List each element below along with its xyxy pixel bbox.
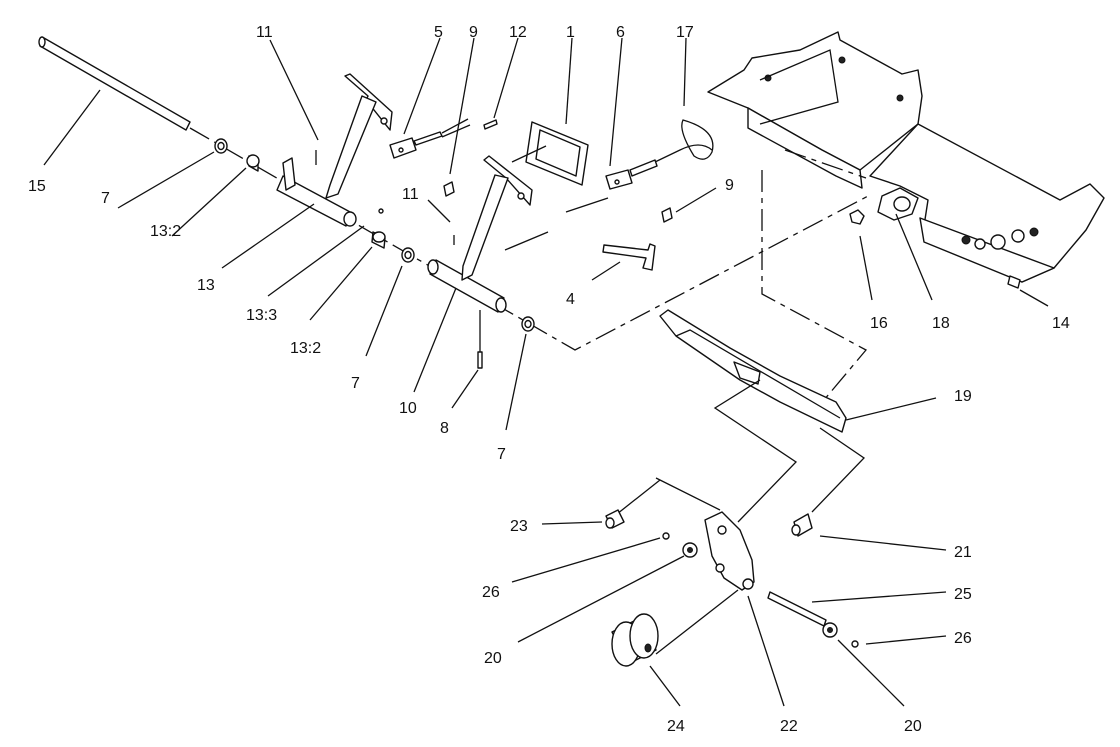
frame-guide-b <box>784 149 867 179</box>
bushing-13-2-lower <box>371 231 386 249</box>
clevis-5 <box>389 118 471 159</box>
callout-22: 22 <box>780 718 798 735</box>
guide-line-c <box>504 231 549 251</box>
callout-26-b: 26 <box>954 630 972 647</box>
screw-12 <box>483 119 498 130</box>
washer-20-left <box>682 542 698 558</box>
bracket-guide-e <box>655 589 739 655</box>
callout-25: 25 <box>954 586 972 603</box>
callout-18: 18 <box>932 315 950 332</box>
callout-11-b: 11 <box>402 186 419 203</box>
callout-24: 24 <box>667 718 685 735</box>
callout-15: 15 <box>28 178 46 195</box>
pin-25 <box>767 591 827 627</box>
washer-7-upper <box>214 138 228 154</box>
callout-1: 1 <box>566 24 575 41</box>
callout-23: 23 <box>510 518 528 535</box>
callout-8: 8 <box>440 420 449 437</box>
callout-4: 4 <box>566 291 575 308</box>
washer-26-right <box>851 640 859 648</box>
bracket-guide-b <box>811 427 866 513</box>
frame-guide-a <box>761 170 868 401</box>
callout-12: 12 <box>509 24 527 41</box>
callout-19: 19 <box>954 388 972 405</box>
callout-20-b: 20 <box>904 718 922 735</box>
callout-11-a: 11 <box>256 24 273 41</box>
washer-20-right <box>822 622 838 638</box>
callout-5: 5 <box>434 24 443 41</box>
pedal-upper <box>315 73 393 199</box>
callout-21: 21 <box>954 544 972 561</box>
callout-7-c: 7 <box>497 446 506 463</box>
pivot-tube-13 <box>276 157 384 227</box>
frame-housing <box>707 31 1105 283</box>
callout-13-2-a: 13:2 <box>150 223 181 240</box>
roller-24 <box>611 613 659 667</box>
pedal-lower <box>453 155 533 281</box>
callout-26-a: 26 <box>482 584 500 601</box>
washer-26-left <box>662 532 670 540</box>
callout-6: 6 <box>616 24 625 41</box>
callout-labels: 15 7 13:2 13 13:3 13:2 7 10 8 7 11 5 9 1… <box>28 24 1070 735</box>
callout-20-a: 20 <box>484 650 502 667</box>
washer-7-lower <box>521 316 535 332</box>
guide-line-a <box>511 145 547 163</box>
nut-16 <box>849 209 865 225</box>
bracket-guide-a <box>713 379 798 523</box>
guide-line-b <box>565 197 609 213</box>
callout-7-a: 7 <box>101 190 110 207</box>
leader-lines <box>43 37 1049 707</box>
callout-14: 14 <box>1052 315 1070 332</box>
callout-13-3: 13:3 <box>246 307 277 324</box>
callout-9-a: 9 <box>469 24 478 41</box>
bearing-flange-18 <box>877 187 919 221</box>
callout-9-b: 9 <box>725 177 734 194</box>
bracket-22 <box>704 511 755 591</box>
clevis-6-cable-17 <box>605 119 714 190</box>
bolt-9-lower <box>661 207 673 223</box>
pedal-pad-1 <box>525 121 589 186</box>
washer-7-middle <box>401 247 415 263</box>
bracket-guide-d <box>616 479 661 515</box>
callout-17: 17 <box>676 24 694 41</box>
bracket-guide-c <box>655 477 721 511</box>
pin-8 <box>477 310 483 369</box>
callout-16: 16 <box>870 315 888 332</box>
rod-4 <box>602 243 656 271</box>
tube-10 <box>427 259 507 313</box>
callout-7-b: 7 <box>351 375 360 392</box>
shaft-15 <box>38 36 191 131</box>
bolt-23 <box>605 509 625 529</box>
callout-13: 13 <box>197 277 215 294</box>
bolt-21 <box>791 513 813 537</box>
callout-10: 10 <box>399 400 417 417</box>
bushing-13-2-upper <box>246 154 260 172</box>
callout-13-2-b: 13:2 <box>290 340 321 357</box>
bolt-14 <box>1007 275 1021 289</box>
bolt-9-upper <box>443 181 455 197</box>
pedal-plate-19 <box>659 309 847 433</box>
